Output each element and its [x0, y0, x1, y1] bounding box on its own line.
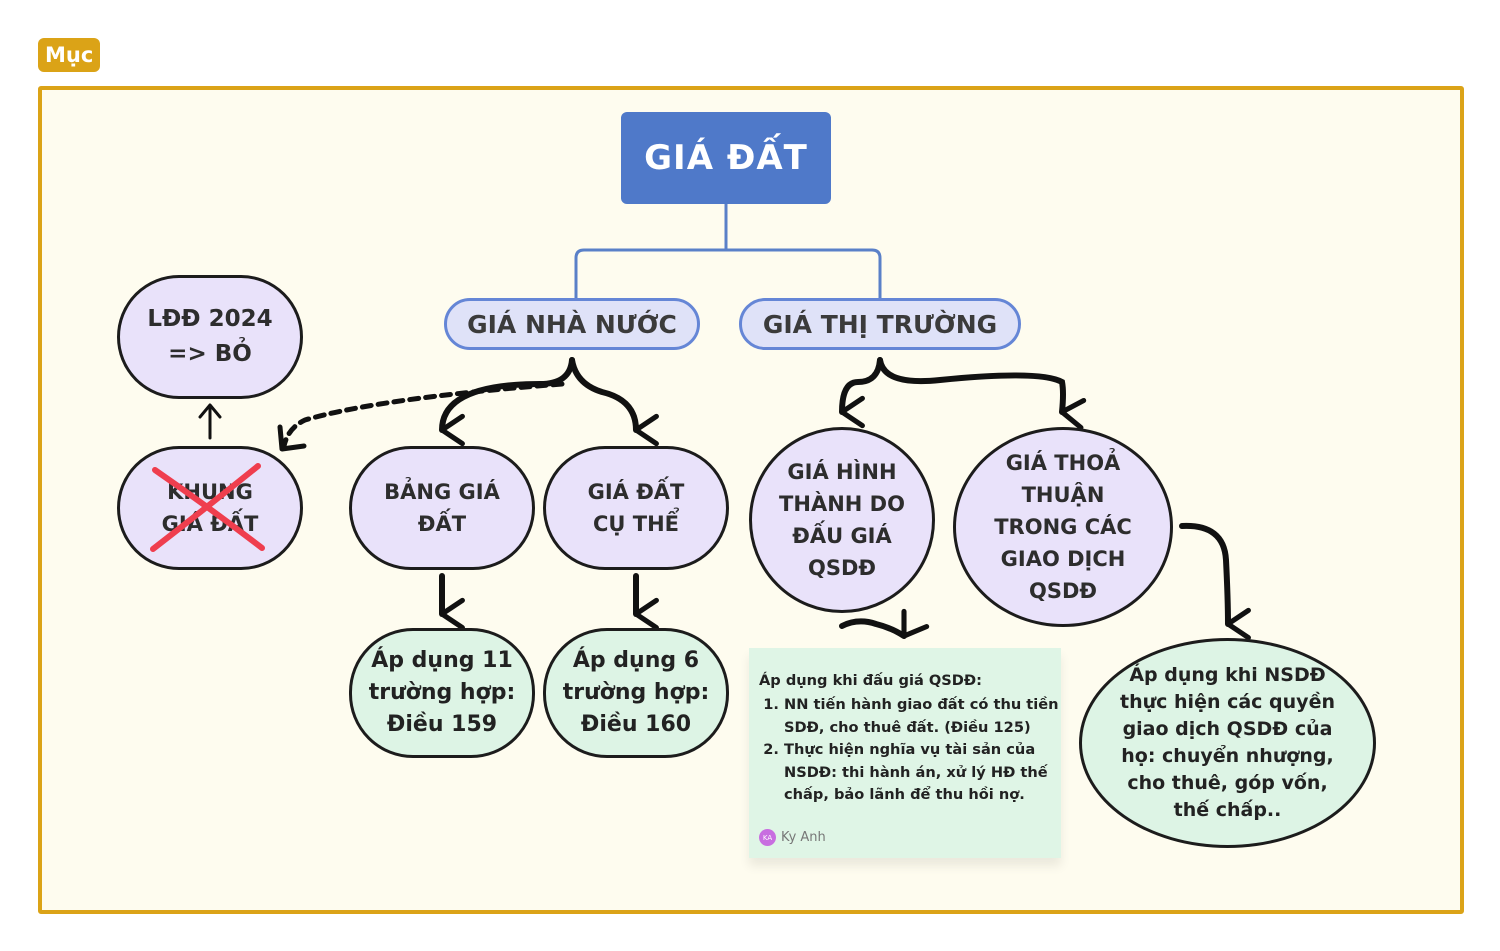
arrow-to-agreement-price [877, 357, 1087, 431]
arrow-up-to-ldd2024 [198, 403, 222, 440]
note-list: NN tiến hành giao đất có thu tiền SDĐ, c… [759, 694, 1069, 807]
apply-159-node[interactable]: Áp dụng 11 trường hợp: Điều 159 [349, 628, 535, 758]
sticky-note[interactable]: Áp dụng khi đấu giá QSDĐ: NN tiến hành g… [749, 648, 1061, 858]
arrow-to-note [839, 608, 930, 639]
note-lead: Áp dụng khi đấu giá QSDĐ: [759, 672, 982, 689]
cross-line-2 [150, 463, 261, 552]
root-node[interactable]: GIÁ ĐẤT [621, 112, 831, 204]
arrow-to-apply-agreement [1179, 522, 1251, 641]
arrow-to-specific-price [569, 357, 659, 447]
note-author: KA Ky Anh [759, 829, 826, 846]
apply-agreement-node[interactable]: Áp dụng khi NSDĐ thực hiện các quyền gia… [1079, 638, 1376, 848]
note-item: Thực hiện nghĩa vụ tài sản của NSDĐ: thi… [784, 739, 1069, 807]
market-price-node[interactable]: GIÁ THỊ TRƯỜNG [739, 298, 1021, 350]
ldd2024-node[interactable]: LĐĐ 2024 => BỎ [117, 275, 303, 399]
arrow-to-auction-price [839, 357, 883, 429]
specific-price-node[interactable]: GIÁ ĐẤT CỤ THỂ [543, 446, 729, 570]
apply-160-node[interactable]: Áp dụng 6 trường hợp: Điều 160 [543, 628, 729, 758]
dashed-arrow-to-price-frame [281, 381, 565, 449]
dashed-arrow-head [277, 424, 307, 452]
arrow-to-price-table [439, 357, 575, 447]
tree-connector [574, 204, 882, 298]
state-price-node[interactable]: GIÁ NHÀ NƯỚC [444, 298, 700, 350]
avatar: KA [759, 829, 776, 846]
auction-price-node[interactable]: GIÁ HÌNH THÀNH DO ĐẤU GIÁ QSDĐ [749, 427, 935, 613]
price-table-node[interactable]: BẢNG GIÁ ĐẤT [349, 446, 535, 570]
agreement-price-node[interactable]: GIÁ THOẢ THUẬN TRONG CÁC GIAO DỊCH QSDĐ [953, 427, 1173, 627]
author-name: Ky Anh [781, 830, 826, 845]
frame-label[interactable]: Mục [38, 38, 101, 72]
note-item: NN tiến hành giao đất có thu tiền SDĐ, c… [784, 694, 1069, 739]
